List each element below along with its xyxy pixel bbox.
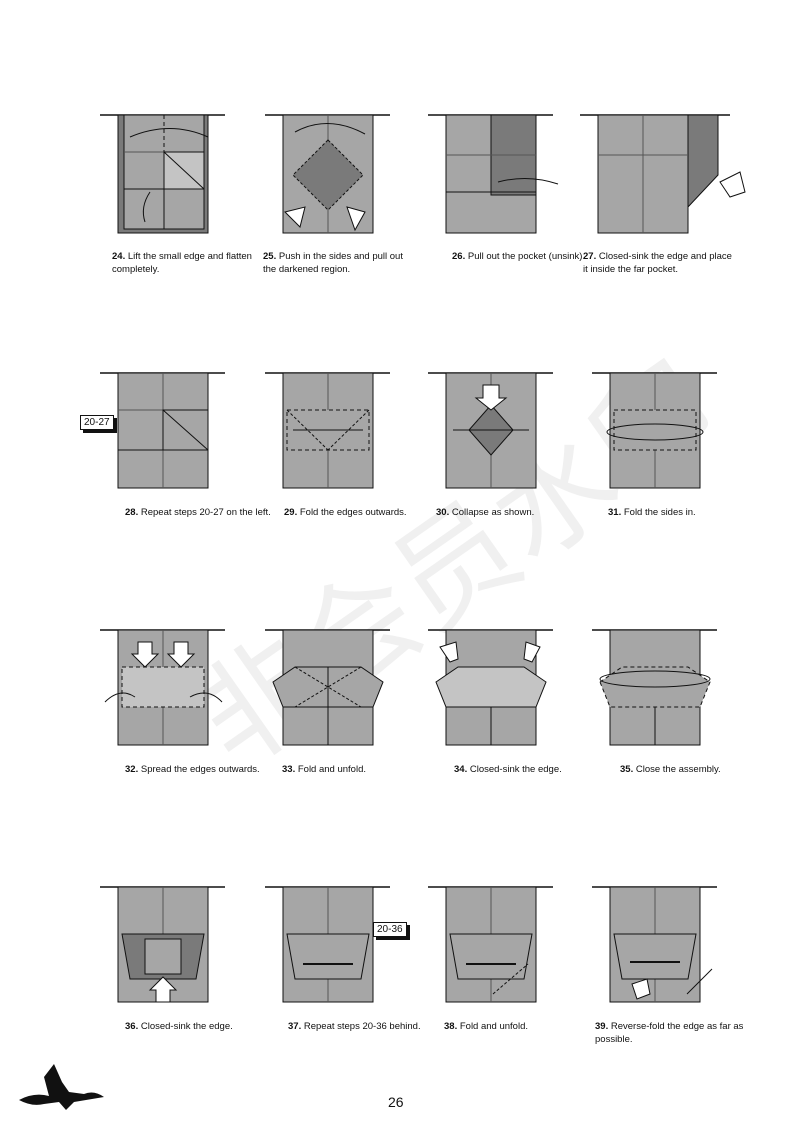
page-number: 26 <box>388 1094 404 1110</box>
caption-step-29: 29. Fold the edges outwards. <box>284 507 407 518</box>
caption-step-32: 32. Spread the edges outwards. <box>125 764 260 775</box>
diagram-step-28 <box>100 372 225 489</box>
ref-badge-20-36: 20-36 <box>373 922 407 937</box>
diagram-step-32 <box>100 629 225 746</box>
diagram-step-24 <box>100 114 225 234</box>
diagram-step-30 <box>428 372 553 489</box>
caption-step-36: 36. Closed-sink the edge. <box>125 1021 233 1032</box>
diagram-step-36 <box>100 886 225 1003</box>
caption-step-27: 27. Closed-sink the edge and place it in… <box>583 251 732 275</box>
caption-step-26: 26. Pull out the pocket (unsink). <box>452 251 586 262</box>
diagram-step-38 <box>428 886 553 1003</box>
diagram-step-37 <box>265 886 390 1003</box>
diagram-step-29 <box>265 372 390 489</box>
ref-badge-20-27: 20-27 <box>80 415 114 430</box>
diagram-step-26 <box>428 114 559 234</box>
diagram-step-25 <box>265 114 390 234</box>
caption-step-24: 24. Lift the small edge and flatten comp… <box>112 251 252 275</box>
diagram-step-35 <box>592 629 717 746</box>
caption-step-33: 33. Fold and unfold. <box>282 764 366 775</box>
diagram-step-39 <box>592 886 717 1003</box>
diagram-step-31 <box>592 372 717 489</box>
caption-step-39: 39. Reverse-fold the edge as far as poss… <box>595 1021 744 1045</box>
diagram-step-27 <box>580 114 746 234</box>
caption-step-38: 38. Fold and unfold. <box>444 1021 528 1032</box>
dragon-logo-icon <box>19 1064 104 1110</box>
diagram-step-33 <box>265 629 390 746</box>
caption-step-34: 34. Closed-sink the edge. <box>454 764 562 775</box>
diagram-step-34 <box>428 629 553 746</box>
caption-step-31: 31. Fold the sides in. <box>608 507 696 518</box>
caption-step-35: 35. Close the assembly. <box>620 764 721 775</box>
caption-step-25: 25. Push in the sides and pull out the d… <box>263 251 403 275</box>
caption-step-37: 37. Repeat steps 20-36 behind. <box>288 1021 421 1032</box>
caption-step-28: 28. Repeat steps 20-27 on the left. <box>125 507 271 518</box>
caption-step-30: 30. Collapse as shown. <box>436 507 535 518</box>
